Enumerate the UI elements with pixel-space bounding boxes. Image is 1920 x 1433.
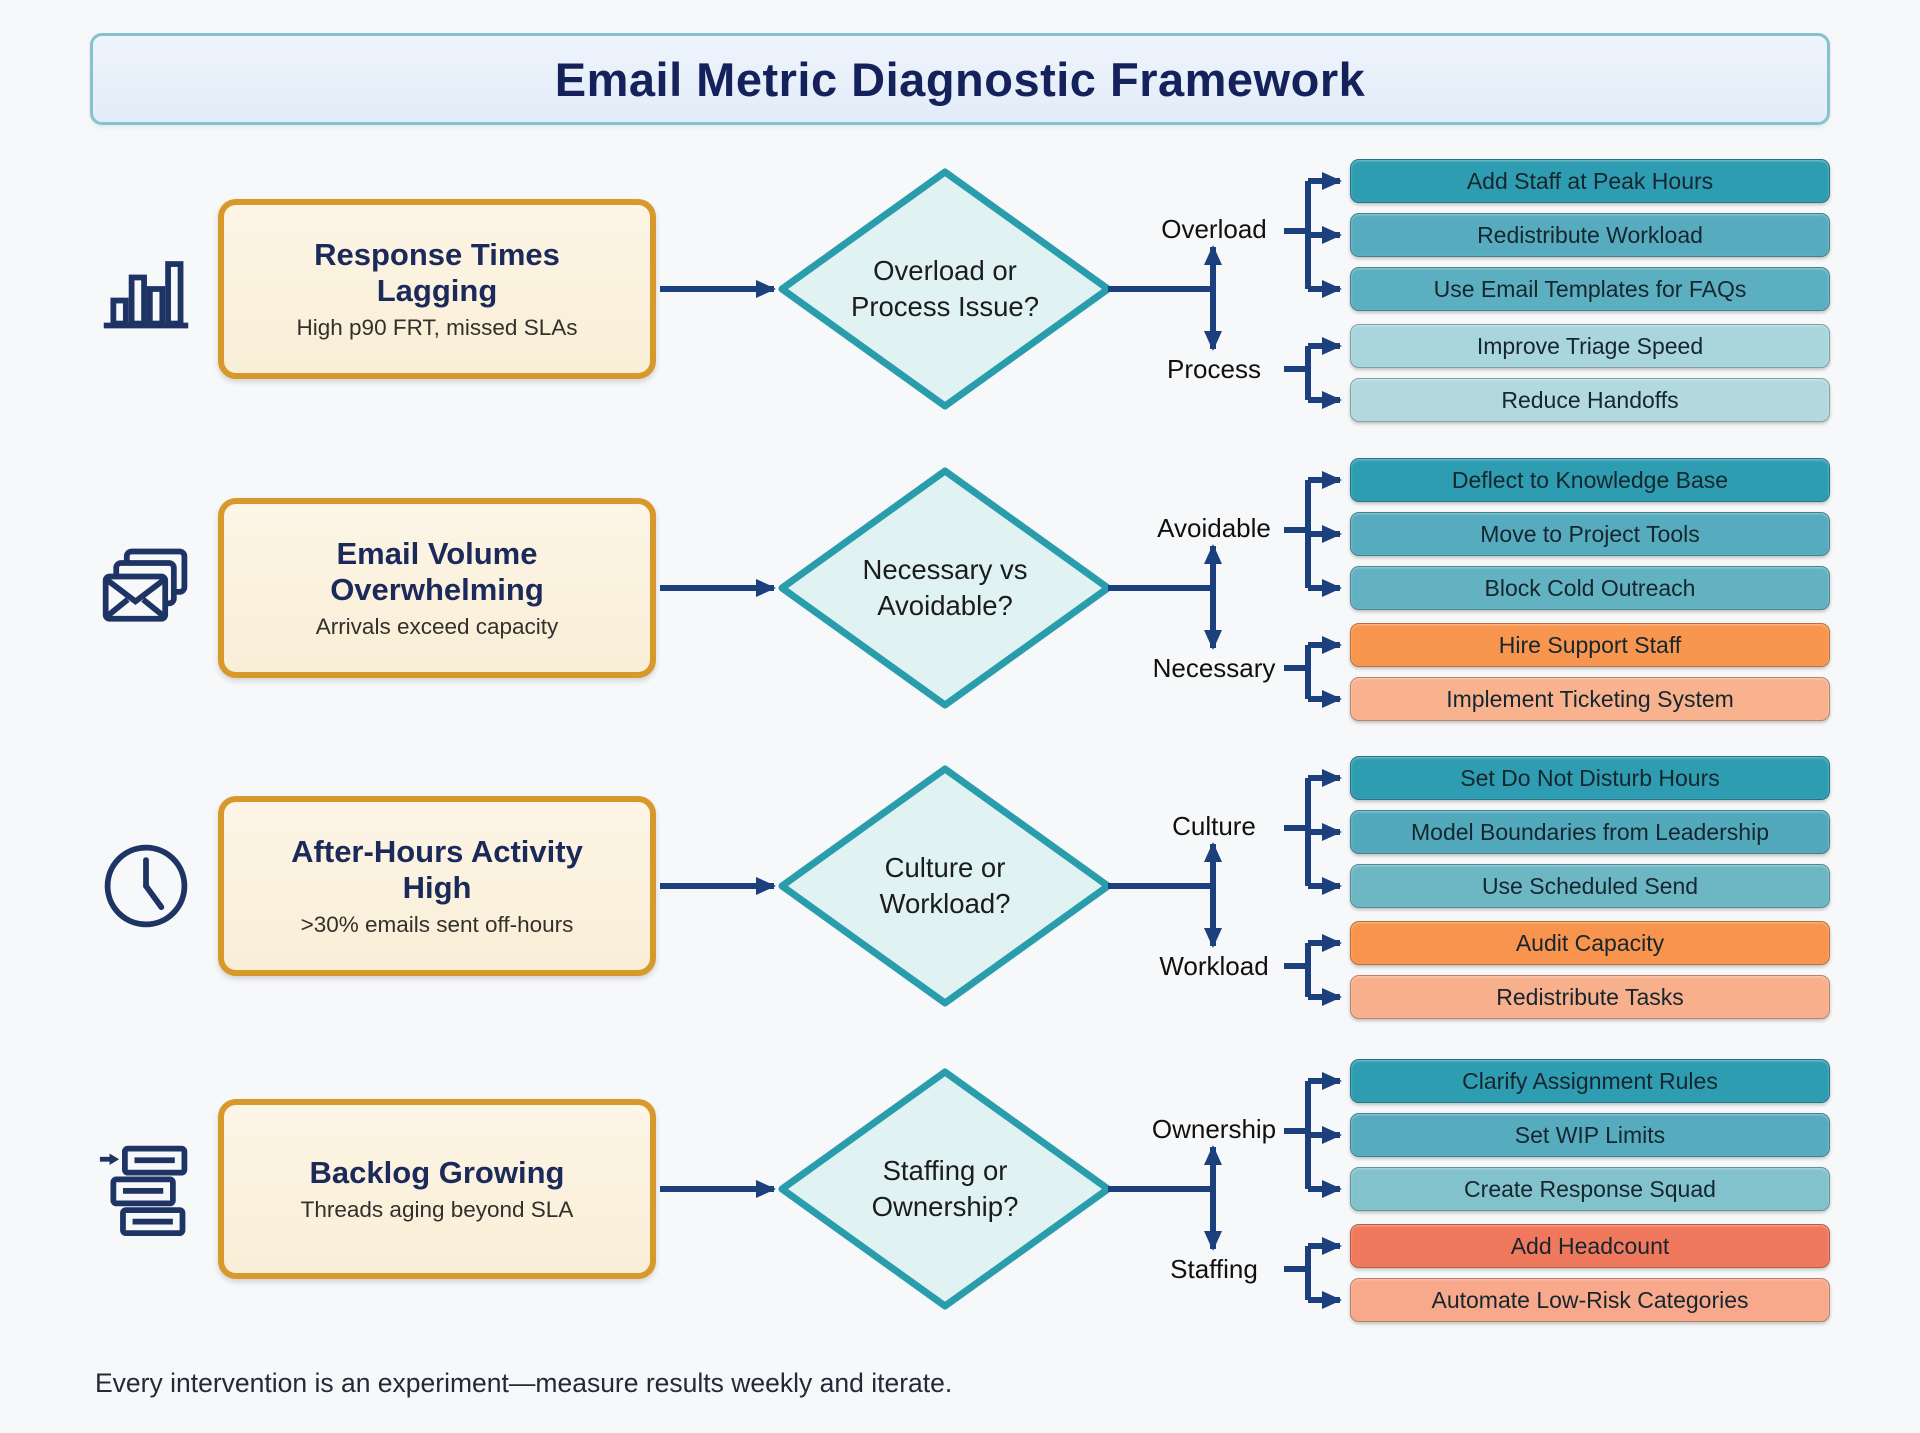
- branch-label: Avoidable: [1157, 513, 1271, 543]
- branch-label: Necessary: [1152, 653, 1276, 683]
- action-box: Automate Low-Risk Categories: [1350, 1278, 1830, 1322]
- decision-question: Staffing or Ownership?: [795, 1134, 1095, 1244]
- action-box: Redistribute Tasks: [1350, 975, 1830, 1019]
- action-box: Set WIP Limits: [1350, 1113, 1830, 1157]
- problem-title: Response Times Lagging: [314, 236, 560, 308]
- envelopes-icon: [98, 540, 194, 636]
- decision-question-line: Staffing or: [882, 1155, 1008, 1187]
- action-box: Create Response Squad: [1350, 1167, 1830, 1211]
- action-box: Hire Support Staff: [1350, 623, 1830, 667]
- action-box: Use Scheduled Send: [1350, 864, 1830, 908]
- decision-question-line: Process Issue?: [850, 291, 1039, 322]
- page-title: Email Metric Diagnostic Framework: [554, 52, 1366, 106]
- action-box: Model Boundaries from Leadership: [1350, 810, 1830, 854]
- problem-title: Email Volume Overwhelming: [330, 535, 544, 607]
- action-box: Use Email Templates for FAQs: [1350, 267, 1830, 311]
- backlog-icon: [98, 1141, 194, 1237]
- action-box: Add Headcount: [1350, 1224, 1830, 1268]
- decision-question-line: Culture or: [884, 852, 1006, 884]
- problem-subtitle: >30% emails sent off-hours: [300, 912, 574, 938]
- branch-label: Ownership: [1151, 1114, 1277, 1144]
- decision-question-line: Workload?: [879, 888, 1011, 919]
- decision-question-line: Necessary vs: [862, 554, 1028, 586]
- branch-label: Workload: [1159, 951, 1269, 981]
- decision-question: Overload or Process Issue?: [795, 234, 1095, 344]
- problem-subtitle: High p90 FRT, missed SLAs: [296, 315, 578, 341]
- action-box: Block Cold Outreach: [1350, 566, 1830, 610]
- action-box: Add Staff at Peak Hours: [1350, 159, 1830, 203]
- action-box: Set Do Not Disturb Hours: [1350, 756, 1830, 800]
- decision-question-line: Avoidable?: [877, 590, 1013, 621]
- problem-subtitle: Threads aging beyond SLA: [300, 1197, 574, 1223]
- problem-title: After-Hours Activity High: [291, 833, 583, 905]
- action-box: Implement Ticketing System: [1350, 677, 1830, 721]
- branch-label: Staffing: [1170, 1254, 1258, 1284]
- action-box: Redistribute Workload: [1350, 213, 1830, 257]
- action-box: Deflect to Knowledge Base: [1350, 458, 1830, 502]
- title-banner: Email Metric Diagnostic Framework: [90, 33, 1830, 125]
- branch-label: Overload: [1161, 214, 1267, 244]
- clock-icon: [98, 838, 194, 934]
- action-box: Audit Capacity: [1350, 921, 1830, 965]
- bar-chart-icon: [98, 241, 194, 337]
- decision-question: Necessary vs Avoidable?: [795, 533, 1095, 643]
- decision-question-line: Ownership?: [871, 1191, 1019, 1222]
- problem-box: After-Hours Activity High >30% emails sen…: [218, 796, 656, 976]
- branch-label: Culture: [1172, 811, 1256, 841]
- action-box: Clarify Assignment Rules: [1350, 1059, 1830, 1103]
- decision-question: Culture or Workload?: [795, 831, 1095, 941]
- problem-subtitle: Arrivals exceed capacity: [315, 614, 559, 640]
- decision-question-line: Overload or: [873, 255, 1017, 287]
- action-box: Reduce Handoffs: [1350, 378, 1830, 422]
- action-box: Improve Triage Speed: [1350, 324, 1830, 368]
- action-box: Move to Project Tools: [1350, 512, 1830, 556]
- footer-note: Every intervention is an experiment—meas…: [95, 1368, 953, 1398]
- problem-title: Backlog Growing: [309, 1154, 565, 1190]
- branch-label: Process: [1167, 354, 1261, 384]
